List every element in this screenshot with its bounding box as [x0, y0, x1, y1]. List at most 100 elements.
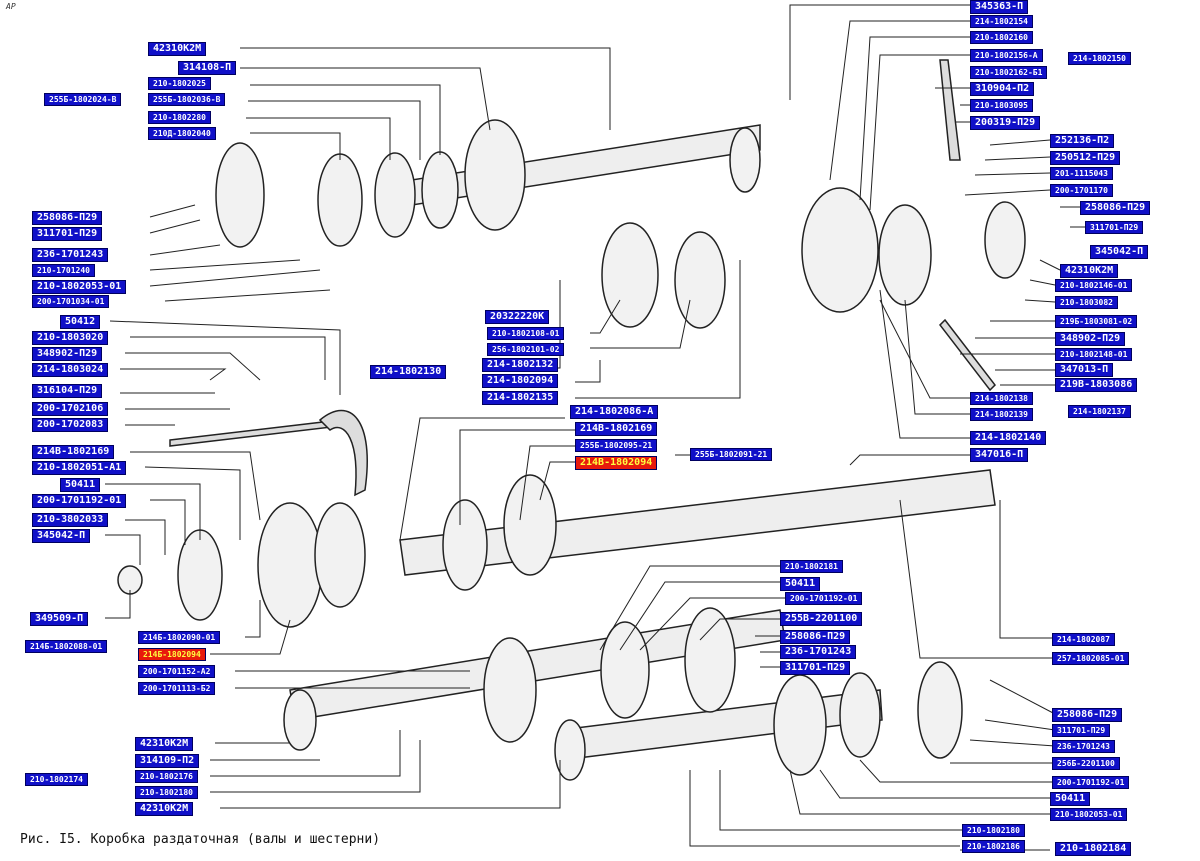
- part-label-210-1802160[interactable]: 210-1802160: [970, 31, 1033, 44]
- part-label-314109-II2[interactable]: 314109-П2: [135, 754, 200, 768]
- part-label-50411-a[interactable]: 50411: [60, 478, 101, 492]
- part-label-210-1802025[interactable]: 210-1802025: [148, 77, 211, 90]
- part-label-210-1802180-a[interactable]: 210-1802180: [135, 786, 198, 799]
- part-label-214-1802154[interactable]: 214-1802154: [970, 15, 1033, 28]
- part-label-200-1701034-01[interactable]: 200-1701034-01: [32, 295, 110, 308]
- part-label-347013-II[interactable]: 347013-П: [1055, 363, 1114, 377]
- part-label-210-1802174[interactable]: 210-1802174: [25, 773, 88, 786]
- part-label-210-1802186[interactable]: 210-1802186: [962, 840, 1025, 853]
- part-label-20322220K[interactable]: 20322220К: [485, 310, 550, 324]
- part-label-252136-II2[interactable]: 252136-П2: [1050, 134, 1115, 148]
- part-label-42310K2M-c[interactable]: 42310К2М: [135, 737, 194, 751]
- part-label-314108-II[interactable]: 314108-П: [178, 61, 237, 75]
- part-label-311701-II29-b[interactable]: 311701-П29: [1085, 221, 1144, 234]
- part-label-214-1802150[interactable]: 214-1802150: [1068, 52, 1131, 65]
- part-label-311701-II29-c[interactable]: 311701-П29: [780, 661, 851, 675]
- part-label-200-1701113-B2[interactable]: 200-1701113-Б2: [138, 682, 216, 695]
- part-label-345042-II-b[interactable]: 345042-П: [32, 529, 91, 543]
- part-label-214-1803024[interactable]: 214-1803024: [32, 363, 109, 377]
- part-label-210-1802176[interactable]: 210-1802176: [135, 770, 198, 783]
- part-label-210-1802146-01[interactable]: 210-1802146-01: [1055, 279, 1133, 292]
- part-label-257-1802085-01[interactable]: 257-1802085-01: [1052, 652, 1130, 665]
- part-label-214-1802137[interactable]: 214-1802137: [1068, 405, 1131, 418]
- part-label-50411-b[interactable]: 50411: [780, 577, 821, 591]
- part-label-258086-II29-a[interactable]: 258086-П29: [32, 211, 103, 225]
- part-label-219B-1803086[interactable]: 219В-1803086: [1055, 378, 1138, 392]
- part-label-200-1701170[interactable]: 200-1701170: [1050, 184, 1113, 197]
- part-label-214-1802086-A[interactable]: 214-1802086-А: [570, 405, 659, 419]
- part-label-256-1802101-02[interactable]: 256-1802101-02: [487, 343, 565, 356]
- part-label-50411-c[interactable]: 50411: [1050, 792, 1091, 806]
- part-label-42310K2M-d[interactable]: 42310К2М: [135, 802, 194, 816]
- part-label-236-1701243-b[interactable]: 236-1701243: [780, 645, 857, 659]
- part-label-214-1802140[interactable]: 214-1802140: [970, 431, 1047, 445]
- part-label-214-1802138[interactable]: 214-1802138: [970, 392, 1033, 405]
- part-label-210-1802108-01[interactable]: 210-1802108-01: [487, 327, 565, 340]
- part-label-200-1701192-01-b[interactable]: 200-1701192-01: [785, 592, 863, 605]
- part-label-349509-II[interactable]: 349509-П: [30, 612, 89, 626]
- part-label-200-1702083[interactable]: 200-1702083: [32, 418, 109, 432]
- part-label-214B-1802094-hl2[interactable]: 214Б-1802094: [138, 648, 206, 661]
- part-label-258086-II29-b[interactable]: 258086-П29: [1080, 201, 1151, 215]
- part-label-348902-II29-a[interactable]: 348902-П29: [32, 347, 103, 361]
- part-label-348902-II29-b[interactable]: 348902-П29: [1055, 332, 1126, 346]
- gear-mid-2: [314, 502, 366, 608]
- part-label-311701-II29-a[interactable]: 311701-П29: [32, 227, 103, 241]
- part-label-200-1702106[interactable]: 200-1702106: [32, 402, 109, 416]
- part-label-310904-II2[interactable]: 310904-П2: [970, 82, 1035, 96]
- part-label-255B-1802024-B[interactable]: 255Б-1802024-В: [44, 93, 122, 106]
- part-label-255B-1802091-21[interactable]: 255Б-1802091-21: [690, 448, 773, 461]
- part-label-255B-1802036-B[interactable]: 255Б-1802036-В: [148, 93, 226, 106]
- part-label-345363-II[interactable]: 345363-П: [970, 0, 1029, 14]
- part-label-210-1802162-B1[interactable]: 210-1802162-Б1: [970, 66, 1048, 79]
- part-label-214-1802087[interactable]: 214-1802087: [1052, 633, 1115, 646]
- part-label-255B-2201100[interactable]: 255В-2201100: [780, 612, 863, 626]
- part-label-42310K2M-a[interactable]: 42310К2М: [148, 42, 207, 56]
- part-label-42310K2M-b[interactable]: 42310К2М: [1060, 264, 1119, 278]
- part-label-200-1701152-A2[interactable]: 200-1701152-А2: [138, 665, 216, 678]
- part-label-214-1802132[interactable]: 214-1802132: [482, 358, 559, 372]
- part-label-214-1802139[interactable]: 214-1802139: [970, 408, 1033, 421]
- part-label-255B-1802095-21[interactable]: 255Б-1802095-21: [575, 439, 658, 452]
- part-label-347016-II[interactable]: 347016-П: [970, 448, 1029, 462]
- part-label-214-1802130[interactable]: 214-1802130: [370, 365, 447, 379]
- part-label-214B-1802088-01[interactable]: 214Б-1802088-01: [25, 640, 108, 653]
- part-label-200319-II29[interactable]: 200319-П29: [970, 116, 1041, 130]
- part-label-210-1802051-A1[interactable]: 210-1802051-А1: [32, 461, 127, 475]
- part-label-258086-II29-c[interactable]: 258086-П29: [780, 630, 851, 644]
- part-label-200-1701192-01-c[interactable]: 200-1701192-01: [1052, 776, 1130, 789]
- part-label-250512-II29[interactable]: 250512-П29: [1050, 151, 1121, 165]
- part-label-311701-II29-d[interactable]: 311701-П29: [1052, 724, 1111, 737]
- part-label-236-1701243-c[interactable]: 236-1701243: [1052, 740, 1115, 753]
- part-label-210-1701240[interactable]: 210-1701240: [32, 264, 95, 277]
- part-label-316104-II29[interactable]: 316104-П29: [32, 384, 103, 398]
- part-label-200-1701192-01-a[interactable]: 200-1701192-01: [32, 494, 127, 508]
- part-label-258086-II29-d[interactable]: 258086-П29: [1052, 708, 1123, 722]
- part-label-210D-1802040[interactable]: 210Д-1802040: [148, 127, 216, 140]
- gear-low-2: [600, 621, 650, 719]
- part-label-210-1803082[interactable]: 210-1803082: [1055, 296, 1118, 309]
- part-label-214B-1802090-01[interactable]: 214Б-1802090-01: [138, 631, 221, 644]
- part-label-214-1802135[interactable]: 214-1802135: [482, 391, 559, 405]
- part-label-210-1803020[interactable]: 210-1803020: [32, 331, 109, 345]
- part-label-210-1802280[interactable]: 210-1802280: [148, 111, 211, 124]
- part-label-236-1701243-a[interactable]: 236-1701243: [32, 248, 109, 262]
- part-label-214B-1802169-a[interactable]: 214В-1802169: [32, 445, 115, 459]
- part-label-210-1802180-b[interactable]: 210-1802180: [962, 824, 1025, 837]
- part-label-210-1802184[interactable]: 210-1802184: [1055, 842, 1132, 856]
- part-label-210-1802053-01-b[interactable]: 210-1802053-01: [1050, 808, 1128, 821]
- part-label-345042-II-a[interactable]: 345042-П: [1090, 245, 1149, 259]
- part-label-210-1803095[interactable]: 210-1803095: [970, 99, 1033, 112]
- part-label-219B-1803081-02[interactable]: 219Б-1803081-02: [1055, 315, 1138, 328]
- part-label-214-1802094[interactable]: 214-1802094: [482, 374, 559, 388]
- part-label-210-1802156-A[interactable]: 210-1802156-А: [970, 49, 1043, 62]
- part-label-210-3802033[interactable]: 210-3802033: [32, 513, 109, 527]
- part-label-256B-2201100[interactable]: 256Б-2201100: [1052, 757, 1120, 770]
- part-label-210-1802181[interactable]: 210-1802181: [780, 560, 843, 573]
- part-label-210-1802148-01[interactable]: 210-1802148-01: [1055, 348, 1133, 361]
- part-label-214B-1802094-hl1[interactable]: 214В-1802094: [575, 456, 658, 470]
- part-label-210-1802053-01-a[interactable]: 210-1802053-01: [32, 280, 127, 294]
- part-label-50412[interactable]: 50412: [60, 315, 101, 329]
- part-label-214B-1802169-b[interactable]: 214В-1802169: [575, 422, 658, 436]
- part-label-201-1115043[interactable]: 201-1115043: [1050, 167, 1113, 180]
